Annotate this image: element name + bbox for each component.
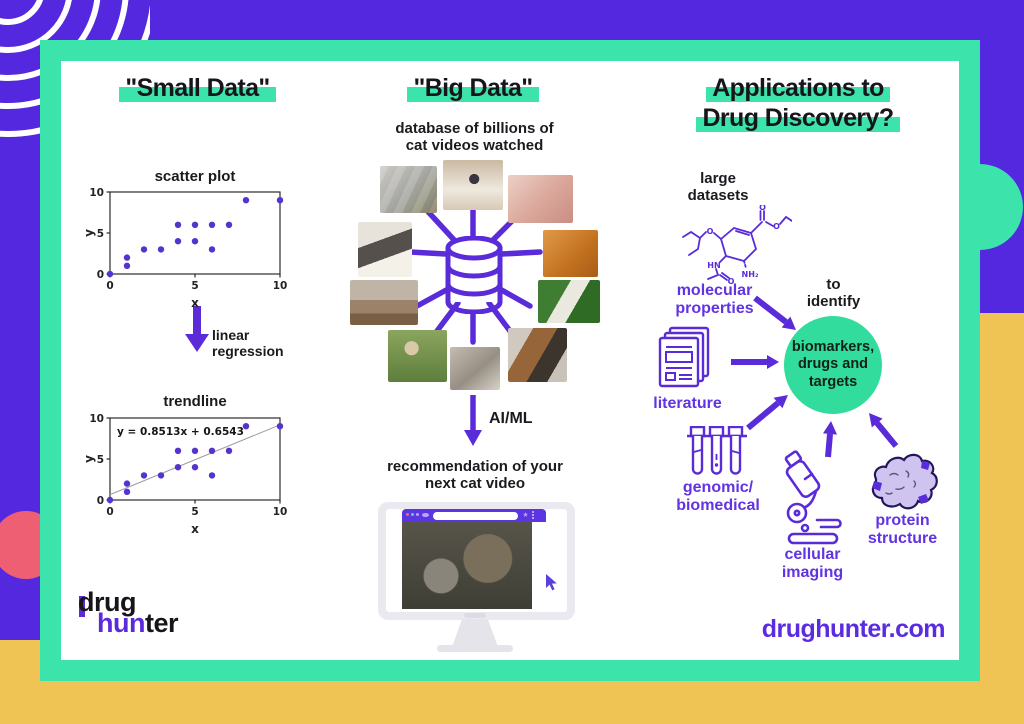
svg-text:10: 10 (89, 187, 104, 199)
protein-structure-label: protein structure (867, 512, 938, 548)
svg-text:0: 0 (106, 280, 113, 292)
trendline-equation: y = 0.8513x + 0.6543 (117, 426, 244, 438)
svg-text:O: O (759, 205, 766, 212)
cat-photo-6 (350, 280, 418, 325)
browser-star-icon[interactable] (523, 512, 528, 517)
svg-text:O: O (773, 222, 780, 231)
scatter-plot-title: scatter plot (154, 168, 236, 185)
cat-photo-8 (388, 330, 447, 382)
monitor-stand-base (437, 645, 513, 652)
documents-icon (658, 326, 710, 388)
genomic-biomedical-label: genomic/ biomedical (676, 479, 760, 515)
cat-photo-7 (538, 280, 600, 323)
svg-text:O: O (707, 227, 714, 236)
svg-text:10: 10 (273, 506, 288, 518)
cat-photo-10 (508, 328, 567, 382)
svg-text:NH₂: NH₂ (742, 270, 759, 279)
browser-dot-lilac (416, 513, 419, 516)
browser-dot-teal (411, 513, 414, 516)
applications-heading: Applications to Drug Discovery? (683, 74, 913, 133)
svg-text:5: 5 (97, 454, 104, 466)
cat-photo-4 (358, 222, 412, 277)
molecule-structure-icon: O O O HN NH₂ O (682, 205, 792, 286)
recommendation-caption: recommendation of your next cat video (387, 458, 563, 493)
svg-text:0: 0 (97, 269, 104, 281)
monitor-notch (464, 613, 486, 618)
protein-structure-icon (871, 453, 938, 510)
swirl-decoration (0, 0, 150, 140)
logo-purple-bar (79, 596, 85, 617)
svg-text:x: x (191, 522, 199, 536)
ai-ml-label: AI/ML (489, 410, 533, 427)
cat-photo-5 (543, 230, 598, 277)
small-data-heading: "Small Data" (85, 74, 310, 104)
cat-photo-2 (443, 160, 503, 210)
microscope-icon (784, 450, 842, 545)
to-identify-label: to identify (806, 276, 861, 311)
cellular-imaging-label: cellular imaging (781, 546, 844, 582)
literature-label: literature (653, 395, 722, 412)
svg-text:0: 0 (97, 495, 104, 507)
svg-text:y: y (84, 229, 96, 237)
website-link[interactable]: drughunter.com (761, 615, 946, 643)
database-icon (445, 236, 503, 314)
svg-text:HN: HN (707, 261, 720, 270)
browser-dot-pink (406, 513, 409, 516)
svg-text:y: y (84, 455, 96, 463)
svg-text:5: 5 (191, 280, 198, 292)
scatter-plot-chart: 0 5 10 0 5 10 x y (84, 187, 288, 310)
molecular-properties-label: molecular properties (675, 282, 754, 318)
drughunter-logo: drug hunter (78, 587, 179, 638)
large-datasets-label: large datasets (687, 170, 749, 205)
big-data-heading: "Big Data" (378, 74, 568, 104)
browser-address-pill[interactable] (433, 511, 518, 520)
test-tubes-icon (687, 426, 747, 475)
browser-eye-icon (422, 512, 429, 517)
svg-text:5: 5 (191, 506, 198, 518)
svg-text:x: x (191, 296, 199, 310)
trendline-chart: 0 5 10 0 5 10 x y (84, 413, 288, 536)
svg-text:O: O (728, 277, 735, 286)
cat-photo-1 (380, 166, 437, 213)
cursor-icon (546, 574, 557, 591)
svg-text:10: 10 (273, 280, 288, 292)
trendline-title: trendline (163, 393, 227, 410)
svg-text:5: 5 (97, 228, 104, 240)
big-data-caption: database of billions of cat videos watch… (395, 120, 554, 155)
linear-regression-label: linear regression (212, 327, 284, 360)
cat-photo-3 (508, 175, 573, 223)
svg-text:10: 10 (89, 413, 104, 425)
teal-bump-decoration (979, 164, 1023, 250)
browser-menu-icon[interactable] (532, 511, 534, 513)
cat-video-frame[interactable] (402, 522, 532, 609)
svg-text:0: 0 (106, 506, 113, 518)
biomarkers-circle: biomarkers, drugs and targets (784, 316, 882, 414)
logo-line2: hunter (97, 608, 179, 638)
cat-photo-9 (450, 347, 500, 390)
logo-line1: drug (78, 587, 137, 617)
